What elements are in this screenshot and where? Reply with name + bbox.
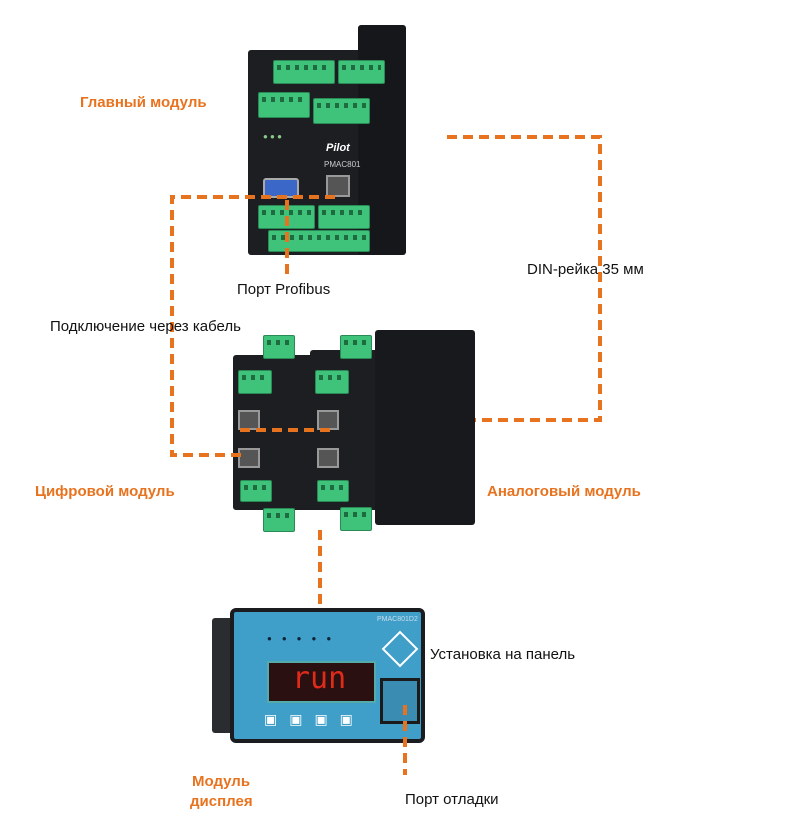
- digital-module-label: Цифровой модуль: [35, 483, 175, 500]
- analog-module-label: Аналоговый модуль: [487, 483, 641, 500]
- din-rail-label: DIN-рейка 35 мм: [527, 261, 644, 278]
- cable-connection-label: Подключение через кабель: [50, 318, 241, 335]
- display-module-label-2: дисплея: [190, 793, 253, 810]
- indicator-leds: ●●●●●: [267, 634, 342, 643]
- digital-module: [228, 330, 323, 535]
- debug-port[interactable]: [380, 678, 420, 724]
- led-readout: [267, 661, 376, 703]
- debug-port-label: Порт отладки: [405, 791, 499, 808]
- keypad-buttons[interactable]: ▣▣▣▣: [264, 711, 365, 727]
- display-module-label-1: Модуль: [192, 773, 251, 790]
- panel-mount-label: Установка на панель: [430, 646, 576, 663]
- din-rail-line: [447, 135, 602, 422]
- main-module-label: Главный модуль: [80, 94, 207, 111]
- main-brand: Pilot: [326, 142, 350, 154]
- readout-text: run: [292, 661, 347, 696]
- display-module: PMAC801D2 ●●●●● run ▣▣▣▣: [212, 606, 427, 746]
- main-model: PMAC801: [324, 160, 361, 169]
- main-module: ● ● ● Pilot PMAC801: [238, 20, 408, 260]
- status-leds: ● ● ●: [263, 132, 282, 141]
- ethernet-port-icon: [326, 175, 350, 197]
- display-model: PMAC801D2: [377, 616, 418, 623]
- profibus-port-label: Порт Profibus: [237, 281, 331, 298]
- cable-line: [170, 195, 335, 457]
